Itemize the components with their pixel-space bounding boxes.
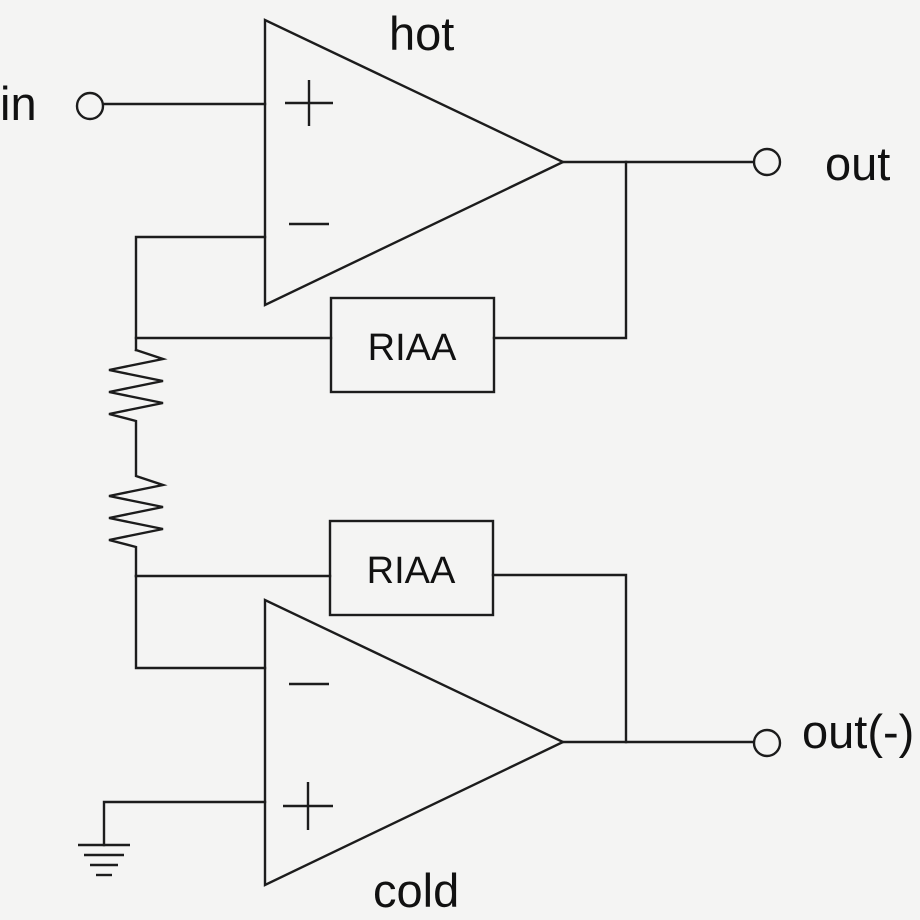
- riaa-label-bottom: RIAA: [367, 550, 456, 592]
- plus-sign-icon: [285, 80, 333, 126]
- opamp-top: [263, 18, 566, 307]
- output-neg-terminal-icon[interactable]: [752, 728, 782, 758]
- opamp-bottom: [263, 598, 566, 887]
- cold-label: cold: [373, 864, 459, 917]
- feedback-wire-bottom: [491, 573, 628, 744]
- input-label: in: [0, 77, 37, 130]
- output-label: out: [825, 137, 890, 190]
- input-terminal-icon[interactable]: [75, 91, 105, 121]
- feedback-wire-top: [492, 160, 628, 340]
- inverting-wire-top: [134, 235, 267, 352]
- output-terminal-icon[interactable]: [752, 147, 782, 177]
- inverting-wire-bottom: [134, 574, 267, 670]
- riaa-label-top: RIAA: [368, 327, 457, 369]
- plus-sign-icon: [283, 782, 333, 830]
- riaa-box-top: RIAA: [329, 296, 496, 394]
- opamp-icon: [263, 18, 566, 307]
- opamp-icon: [263, 598, 566, 887]
- ground-wire: [102, 800, 267, 847]
- resistor-icon: [108, 348, 168, 578]
- riaa-box-bottom: RIAA: [328, 519, 495, 617]
- hot-label: hot: [389, 7, 454, 60]
- output-neg-label: out(-): [802, 705, 914, 758]
- ground-icon: [78, 843, 130, 877]
